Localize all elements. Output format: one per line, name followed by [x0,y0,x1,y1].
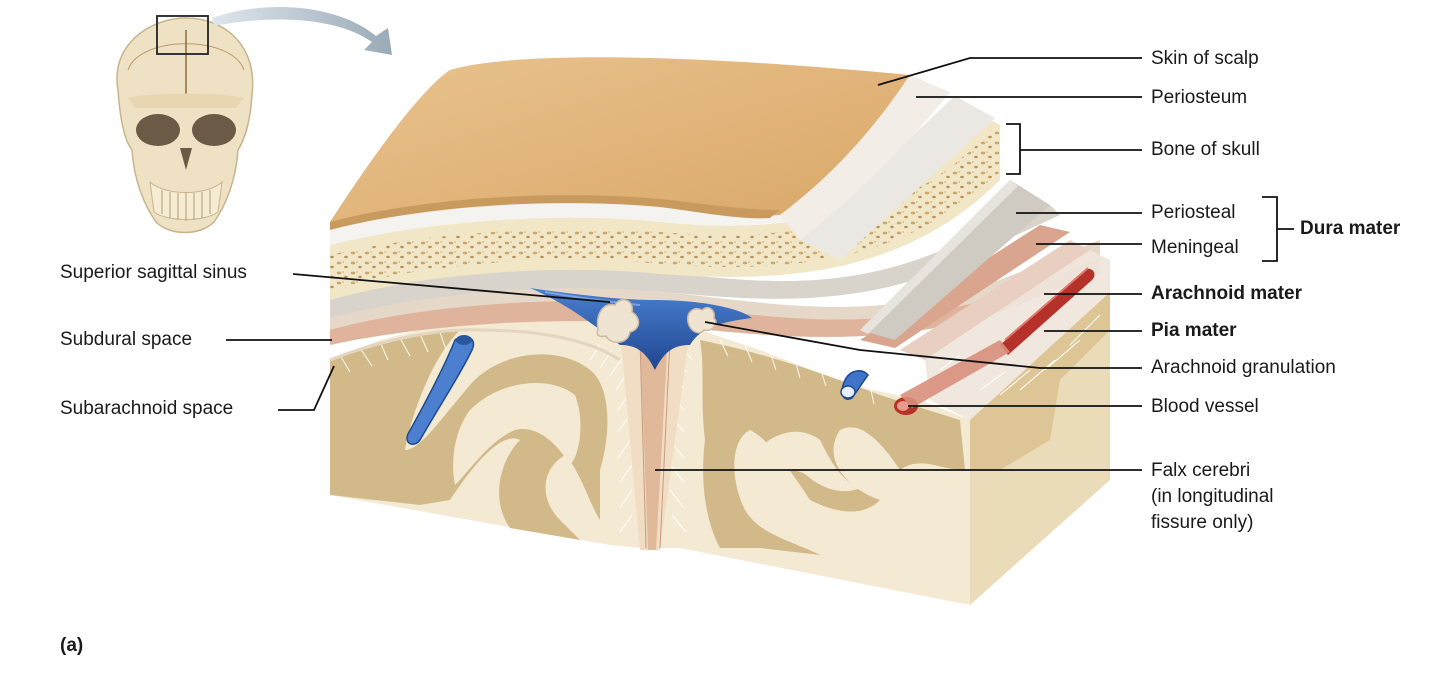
leader-lines [226,57,1294,471]
label-subarachnoid-space: Subarachnoid space [60,398,234,419]
label-arachnoid-mater: Arachnoid mater [1151,283,1302,304]
falx-line-3: fissure only) [1151,512,1254,533]
label-blood-vessel: Blood vessel [1151,396,1259,417]
zoom-arrow [212,6,392,55]
label-meningeal: Meningeal [1151,237,1239,258]
vessels [406,267,1095,445]
label-subdural-space: Subdural space [60,329,193,350]
label-skin-of-scalp: Skin of scalp [1151,48,1259,69]
label-arachnoid-granulation: Arachnoid granulation [1151,357,1336,378]
skull-thumbnail [116,15,254,234]
panel-label: (a) [60,635,84,656]
label-dura-mater: Dura mater [1300,218,1401,239]
falx-line-2: (in longitudinal [1151,486,1274,507]
label-bone-of-skull: Bone of skull [1151,139,1260,160]
label-pia-mater: Pia mater [1151,320,1237,341]
block-right-face [970,292,1110,605]
label-periosteum: Periosteum [1151,87,1248,108]
scalp-layer [330,57,950,240]
falx-cerebri [620,330,690,550]
label-superior-sagittal-sinus: Superior sagittal sinus [60,262,247,283]
label-falx-cerebri: Falx cerebri (in longitudinal fissure on… [1151,458,1274,536]
label-periosteal: Periosteal [1151,202,1236,223]
arachnoid-granulation-shapes [596,298,717,343]
falx-line-1: Falx cerebri [1151,460,1251,481]
